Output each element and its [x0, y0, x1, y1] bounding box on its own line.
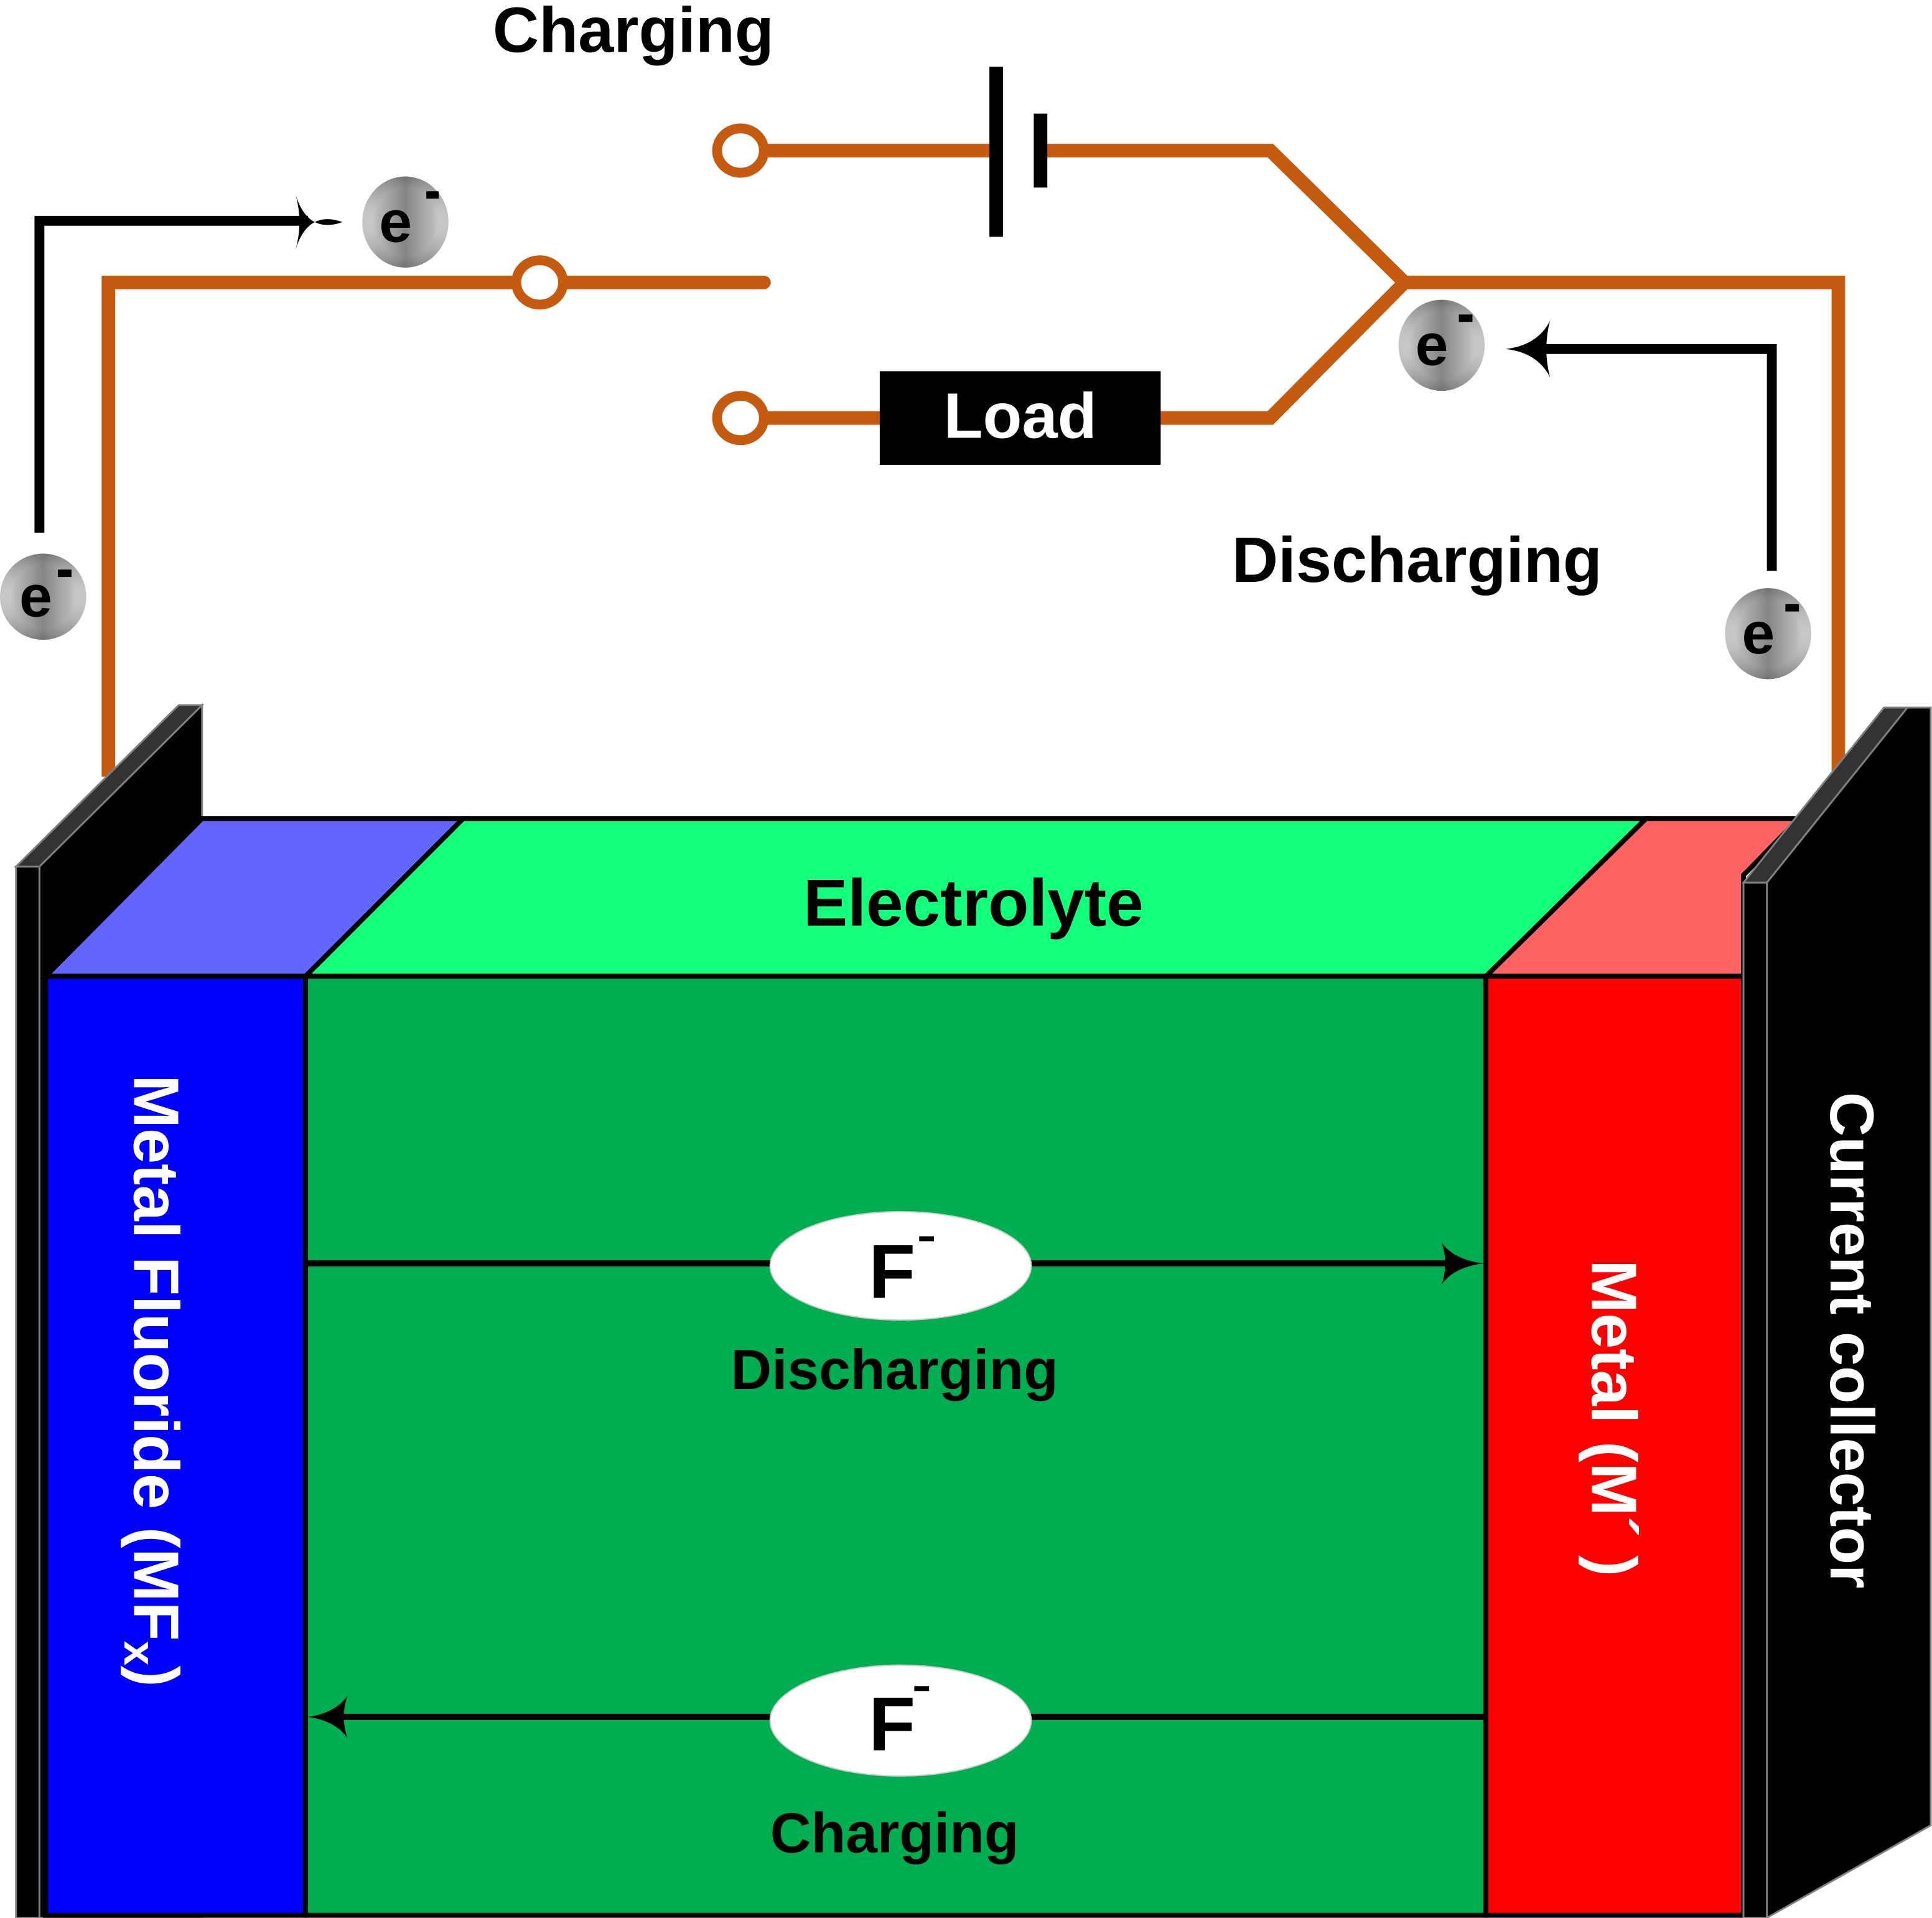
discharging-ion-flow: F Discharging — [308, 1210, 1484, 1401]
right-wire — [1404, 275, 1846, 777]
charging-label: Charging — [493, 0, 774, 66]
svg-text:F: F — [869, 1230, 915, 1315]
discharging-ion-label: Discharging — [730, 1339, 1058, 1401]
current-collector-label: Current collector — [1818, 1092, 1887, 1589]
svg-text:e: e — [19, 563, 52, 629]
electron-icon: e — [1725, 587, 1811, 680]
electron-flow-discharging-arrow — [1505, 320, 1777, 571]
load-label: Load — [944, 380, 1097, 451]
arrowhead-icon — [1505, 320, 1551, 378]
anode-front-face — [1483, 973, 1746, 1918]
load-box: Load — [879, 371, 1161, 465]
svg-text:F: F — [869, 1682, 915, 1767]
electron-icon: e — [362, 176, 449, 268]
svg-text:Metal Fluoride (MFx): Metal Fluoride (MFx) — [114, 1075, 192, 1686]
arrowhead-icon — [296, 195, 343, 250]
arrowhead-icon — [308, 1696, 348, 1738]
svg-text:e: e — [1416, 312, 1449, 378]
left-wire — [101, 275, 524, 777]
discharging-terminal[interactable] — [712, 391, 769, 446]
charging-wire-right — [1041, 144, 1410, 288]
electron-icon: e — [1398, 299, 1485, 391]
anode-label: Metal (M´ ) — [1579, 1260, 1650, 1576]
electrolyte-label: Electrolyte — [803, 866, 1144, 940]
fluoride-ion-icon — [769, 1210, 1032, 1321]
switch-pivot-terminal[interactable] — [511, 255, 568, 310]
svg-text:e: e — [1742, 601, 1775, 667]
right-current-collector — [1741, 706, 1932, 1918]
battery-icon — [989, 67, 1048, 237]
external-circuit: Load — [101, 67, 1846, 777]
electron-icon: e — [0, 553, 86, 640]
arrowhead-icon — [1441, 1242, 1484, 1284]
discharging-wire-right — [1158, 278, 1410, 425]
discharging-label: Discharging — [1232, 524, 1602, 596]
charging-ion-flow: F Charging — [308, 1664, 1484, 1865]
cathode-front-face — [43, 973, 309, 1918]
fluoride-ion-icon — [769, 1664, 1032, 1777]
cathode-label: Metal Fluoride (MFx) — [114, 1075, 192, 1686]
charging-terminal[interactable] — [712, 123, 769, 178]
svg-text:e: e — [379, 189, 412, 255]
electron-flow-charging-arrow — [34, 195, 343, 533]
charging-ion-label: Charging — [770, 1802, 1019, 1865]
